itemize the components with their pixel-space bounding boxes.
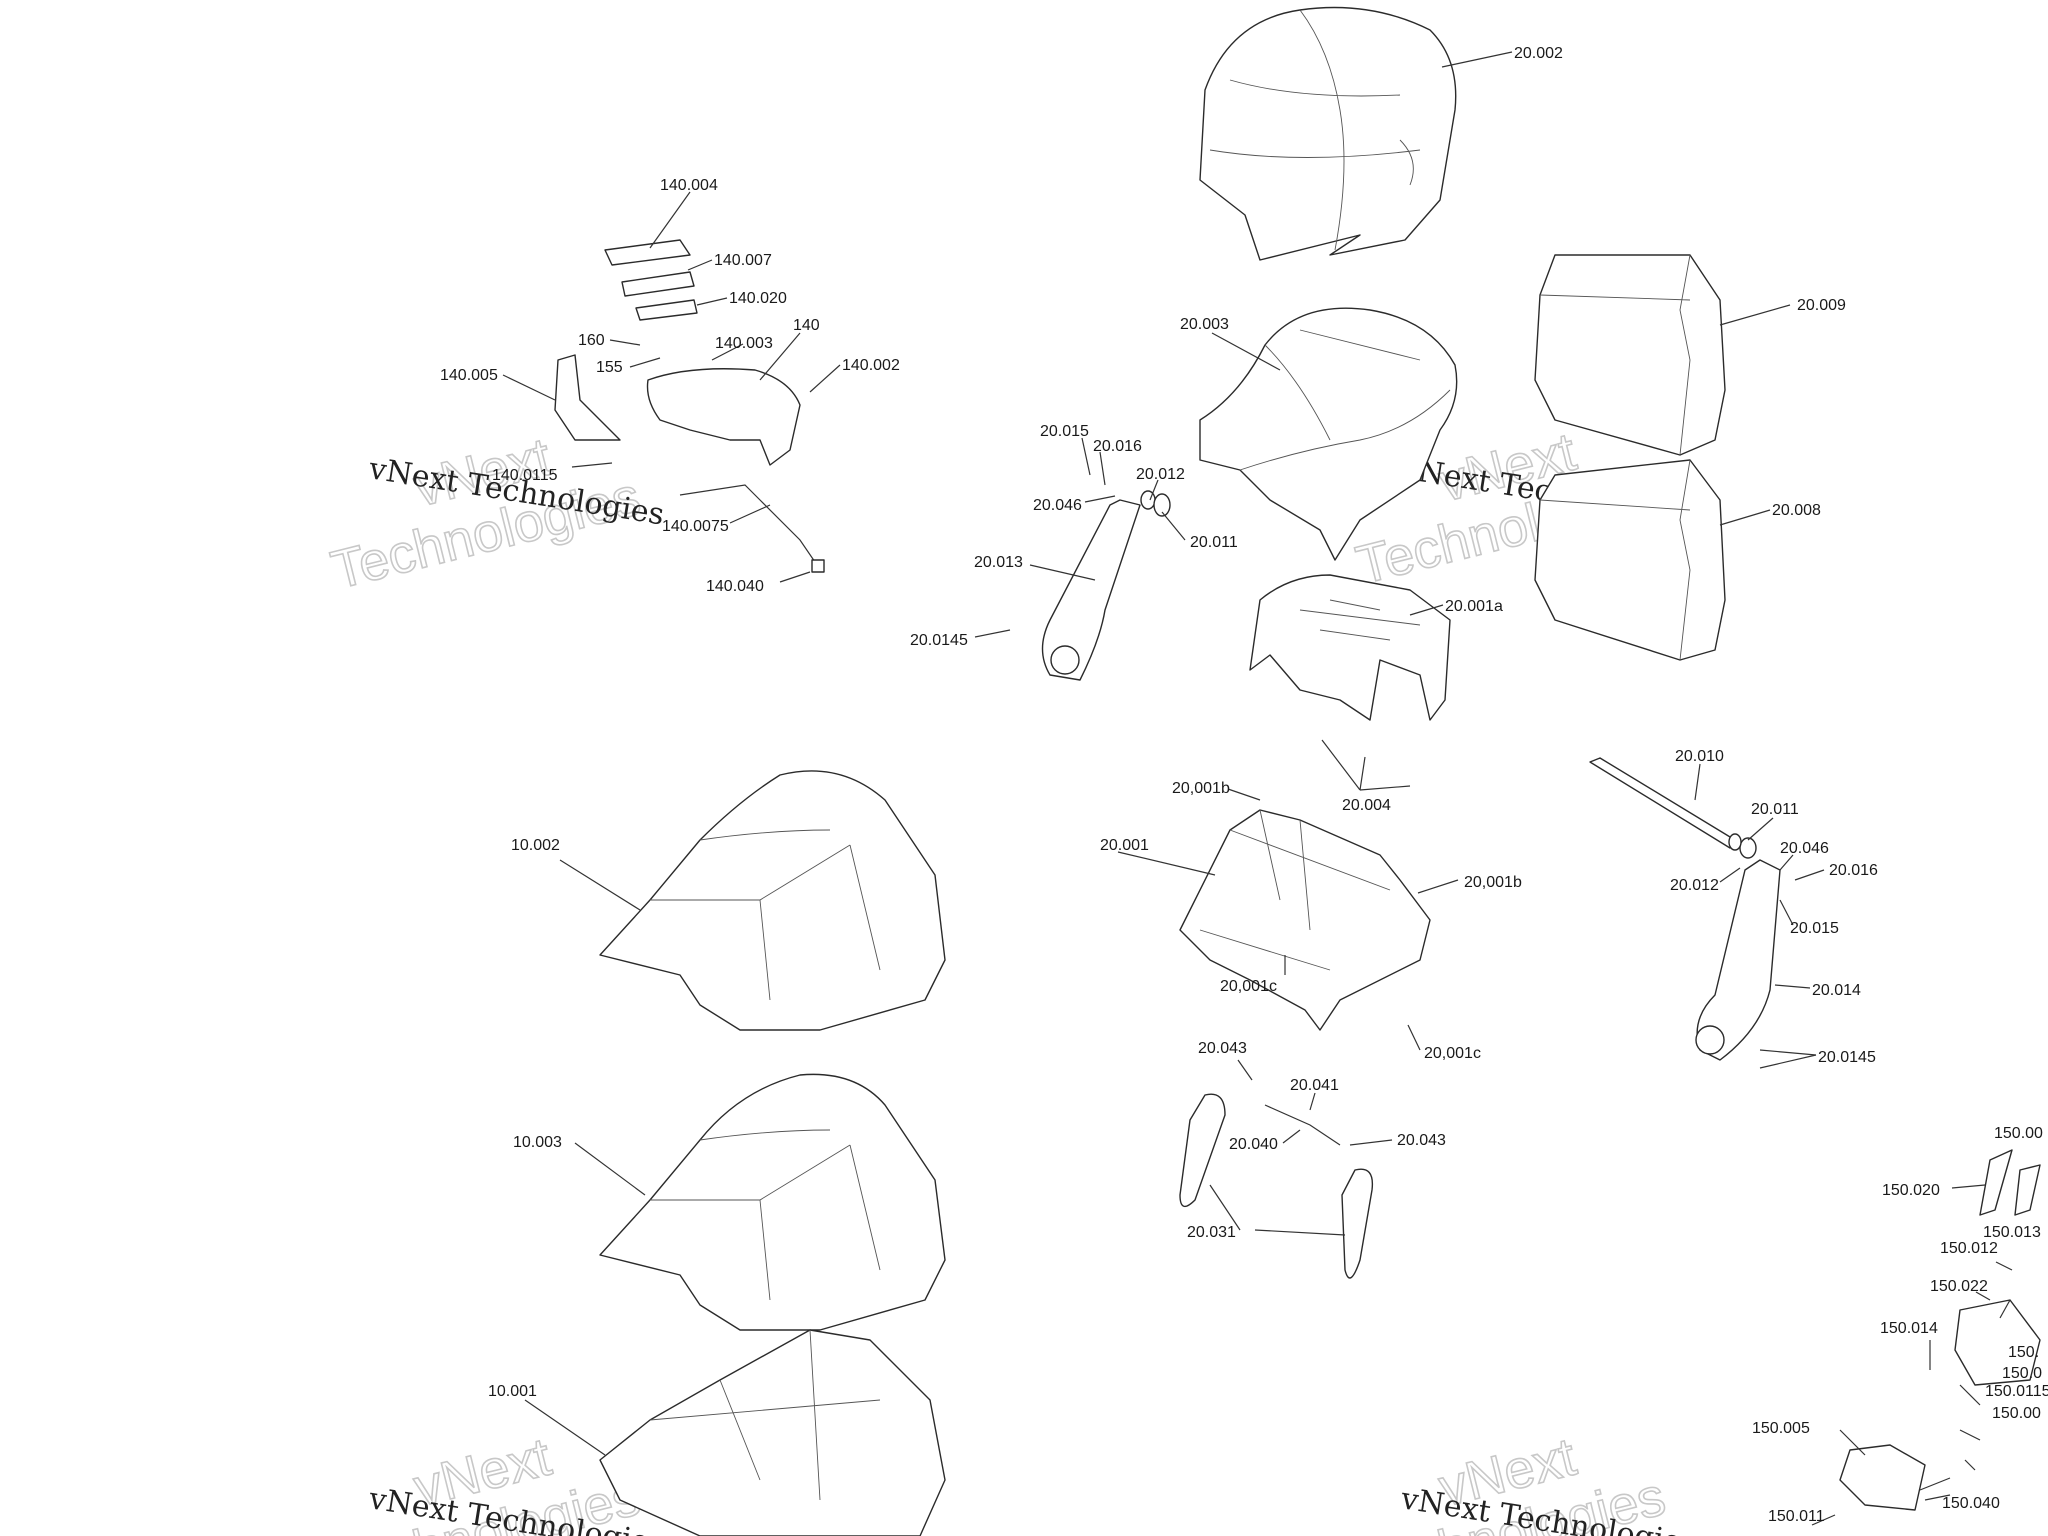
label-20-014: 20.014 <box>1812 982 1861 999</box>
part-labels: 20.002 140.004 140.007 140.020 160 140.0… <box>440 45 2048 1525</box>
label-140-007: 140.007 <box>714 252 772 269</box>
part-seat-middle <box>1199 307 1458 561</box>
label-20-043-lower: 20.043 <box>1397 1132 1446 1149</box>
label-20-041: 20.041 <box>1290 1077 1339 1094</box>
label-140-005: 140.005 <box>440 367 498 384</box>
label-20-001b-upper: 20,001b <box>1172 780 1230 797</box>
part-connector <box>811 559 825 573</box>
part-seat-arm-left <box>1041 499 1141 681</box>
part-backrest-upper <box>1534 254 1726 456</box>
label-150-014: 150.014 <box>1880 1320 1938 1337</box>
label-20-046-right: 20.046 <box>1780 840 1829 857</box>
label-20-009: 20.009 <box>1797 297 1846 314</box>
part-grip-handle <box>554 239 801 466</box>
label-150-partial-b: 150.0 <box>2002 1365 2042 1382</box>
label-20-001: 20.001 <box>1100 837 1149 854</box>
label-20-0145-left: 20.0145 <box>910 632 968 649</box>
label-20-046: 20.046 <box>1033 497 1082 514</box>
part-seat-base-frame <box>1179 809 1431 1031</box>
label-140-002: 140.002 <box>842 357 900 374</box>
label-20-013: 20.013 <box>974 554 1023 571</box>
label-20-012-right: 20.012 <box>1670 877 1719 894</box>
label-20-015: 20.015 <box>1040 423 1089 440</box>
part-seat-cover-top <box>1199 6 1457 261</box>
label-10-002: 10.002 <box>511 837 560 854</box>
part-rod <box>1589 757 1736 849</box>
label-20-003: 20.003 <box>1180 316 1229 333</box>
parts <box>554 6 2041 1536</box>
label-140-020: 140.020 <box>729 290 787 307</box>
label-20-012: 20.012 <box>1136 466 1185 483</box>
part-harness <box>1264 1104 1341 1146</box>
label-150-013: 150.013 <box>1983 1224 2041 1241</box>
label-150-00-lower: 150.00 <box>1992 1405 2041 1422</box>
part-base-10001 <box>599 1329 946 1536</box>
label-150-020: 150.020 <box>1882 1182 1940 1199</box>
part-seat-10003 <box>599 1073 946 1331</box>
leader-lines <box>502 51 2013 1526</box>
part-seat-base-upper <box>1249 574 1451 721</box>
label-140-0115: 140.0115 <box>492 467 558 484</box>
label-150-00-top: 150.00 <box>1994 1125 2043 1142</box>
label-20-0145-right: 20.0145 <box>1818 1049 1876 1066</box>
label-150-022: 150.022 <box>1930 1278 1988 1295</box>
label-140-003: 140.003 <box>715 335 773 352</box>
part-pads <box>1179 1093 1374 1279</box>
label-150-040: 150.040 <box>1942 1495 2000 1512</box>
label-20-001b-lower: 20,001b <box>1464 874 1522 891</box>
label-20-001a: 20.001a <box>1445 598 1503 615</box>
label-20-043-upper: 20.043 <box>1198 1040 1247 1057</box>
label-20-001c-lower: 20,001c <box>1424 1045 1481 1062</box>
label-160: 160 <box>578 332 605 349</box>
part-cable <box>679 484 816 563</box>
label-20-011: 20.011 <box>1190 534 1238 551</box>
label-140-040: 140.040 <box>706 578 764 595</box>
part-seat-10002 <box>599 770 946 1031</box>
label-20-016: 20.016 <box>1093 438 1142 455</box>
label-20-016-right: 20.016 <box>1829 862 1878 879</box>
label-20-010: 20.010 <box>1675 748 1724 765</box>
label-150-0115: 150.0115 <box>1985 1383 2048 1400</box>
label-150-partial-a: 150. <box>2008 1344 2039 1361</box>
label-20-031: 20.031 <box>1187 1224 1236 1241</box>
label-20-002: 20.002 <box>1514 45 1563 62</box>
label-150-011: 150.011 <box>1768 1508 1825 1525</box>
label-20-011-right: 20.011 <box>1751 801 1799 818</box>
label-20-001c-upper: 20,001c <box>1220 978 1277 995</box>
part-seat-arm-right <box>1695 859 1781 1061</box>
label-150-005: 150.005 <box>1752 1420 1810 1437</box>
label-140: 140 <box>793 317 820 334</box>
label-20-008: 20.008 <box>1772 502 1821 519</box>
label-155: 155 <box>596 359 623 376</box>
label-10-001: 10.001 <box>488 1383 537 1400</box>
label-10-003: 10.003 <box>513 1134 562 1151</box>
label-150-012: 150.012 <box>1940 1240 1998 1257</box>
label-20-015-right: 20.015 <box>1790 920 1839 937</box>
part-grip-handle-right <box>1839 1149 2041 1511</box>
label-20-040: 20.040 <box>1229 1136 1278 1153</box>
label-140-004: 140.004 <box>660 177 718 194</box>
part-backrest-lower <box>1534 459 1726 661</box>
watermarks: vNext Technologies vNext Technologies vN… <box>325 421 1699 1536</box>
label-20-004: 20.004 <box>1342 797 1391 814</box>
label-140-0075: 140.0075 <box>662 518 729 535</box>
